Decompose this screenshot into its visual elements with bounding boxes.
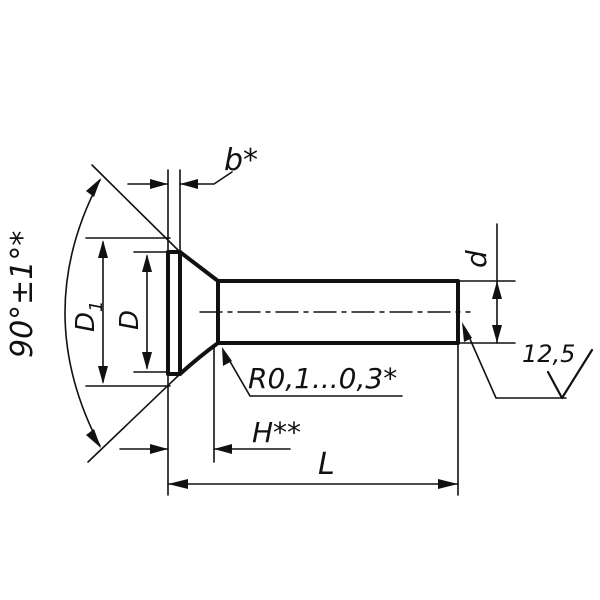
label-d1: D bbox=[71, 312, 101, 332]
dim-b: b* bbox=[127, 143, 258, 189]
dim-d-arrow-bottom bbox=[142, 352, 152, 370]
dim-h-arrow-right bbox=[214, 444, 232, 454]
roughness-arrow bbox=[462, 322, 472, 342]
dim-h-arrow-left bbox=[150, 444, 168, 454]
dim-d1: D1 bbox=[71, 240, 108, 384]
cone-bottom-edge bbox=[178, 341, 220, 376]
dim-l-arrow-left bbox=[168, 479, 188, 489]
dim-b-arrow-left bbox=[150, 179, 168, 189]
dim-radius: R0,1...0,3* bbox=[222, 347, 403, 397]
roughness-symbol: 12,5 bbox=[462, 322, 594, 400]
ext-angle-bottom bbox=[87, 373, 181, 463]
radius-leader bbox=[227, 357, 403, 397]
dim-angle: 90°±1°* bbox=[5, 178, 101, 448]
label-small-d: d bbox=[460, 250, 493, 268]
label-d1-subscript: 1 bbox=[86, 301, 107, 312]
label-angle: 90°±1°* bbox=[5, 231, 40, 358]
dim-d: D bbox=[115, 254, 152, 370]
dim-angle-arrow-bottom bbox=[86, 429, 101, 448]
roughness-leader bbox=[465, 329, 567, 399]
dim-l-arrow-right bbox=[438, 479, 458, 489]
dim-h: H** bbox=[119, 416, 301, 454]
dim-small-d: d bbox=[460, 223, 502, 344]
dim-d1-arrow-top bbox=[98, 240, 108, 258]
label-d1-group: D1 bbox=[71, 301, 107, 332]
dim-b-arrow-right bbox=[180, 179, 198, 189]
dim-angle-arc bbox=[64, 179, 101, 447]
label-H: H** bbox=[252, 416, 301, 449]
head-face bbox=[166, 250, 182, 376]
dim-l: L bbox=[167, 447, 459, 489]
ext-angle-top bbox=[91, 164, 181, 253]
cone-top-edge bbox=[178, 250, 220, 283]
dim-small-d-arrow-top bbox=[492, 281, 502, 299]
roughness-check-mark bbox=[546, 348, 594, 400]
label-D: D bbox=[115, 310, 145, 330]
radius-arrow bbox=[222, 347, 232, 366]
dim-angle-arrow-top bbox=[86, 178, 101, 197]
label-roughness: 12,5 bbox=[522, 340, 575, 368]
dim-small-d-arrow-bottom bbox=[492, 325, 502, 343]
extension-lines bbox=[85, 164, 516, 496]
label-L: L bbox=[318, 447, 335, 482]
dim-d1-arrow-bottom bbox=[98, 366, 108, 384]
label-radius: R0,1...0,3* bbox=[248, 362, 397, 395]
dim-d-arrow-top bbox=[142, 254, 152, 272]
label-b: b* bbox=[224, 143, 258, 178]
